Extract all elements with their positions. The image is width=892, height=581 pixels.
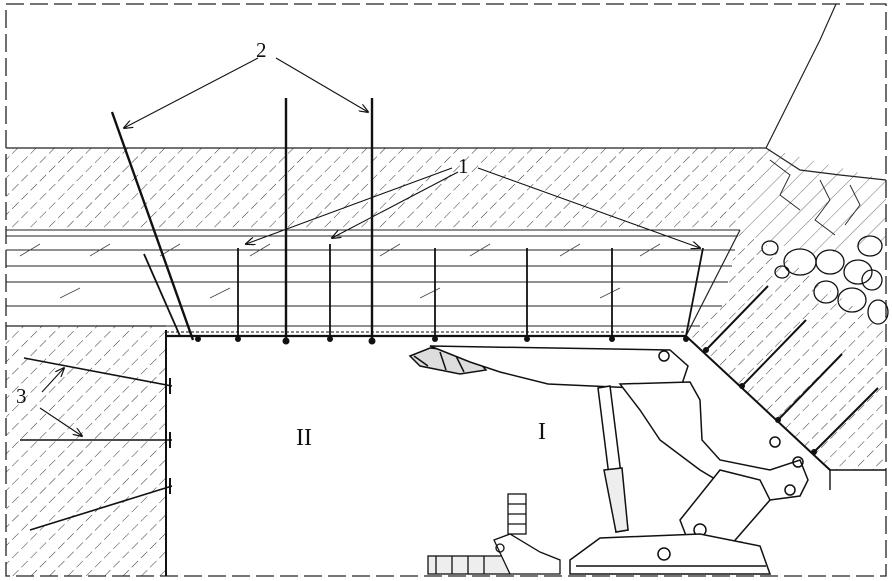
right-crushed-zone xyxy=(740,148,886,255)
anchor-cables xyxy=(110,98,374,341)
label-rib-bolt: 3 xyxy=(16,384,27,408)
label-zone-one: I xyxy=(538,419,546,445)
roof-upper-stratum xyxy=(6,148,766,230)
label-anchor-cable: 2 xyxy=(256,38,267,62)
conveyor-unit xyxy=(427,493,561,575)
roof-bolts xyxy=(143,244,704,337)
face-bolts xyxy=(705,285,879,453)
working-face-rock xyxy=(686,230,886,470)
roof-bedded-strata xyxy=(6,229,740,327)
label-leaders xyxy=(39,57,700,436)
label-zone-two: II xyxy=(296,425,312,451)
left-rib-rock xyxy=(6,326,166,576)
roadheader-machine xyxy=(408,345,809,575)
label-roof-bolt: 1 xyxy=(458,154,469,178)
dashed-frame xyxy=(5,3,887,577)
rib-bolts xyxy=(20,357,173,531)
